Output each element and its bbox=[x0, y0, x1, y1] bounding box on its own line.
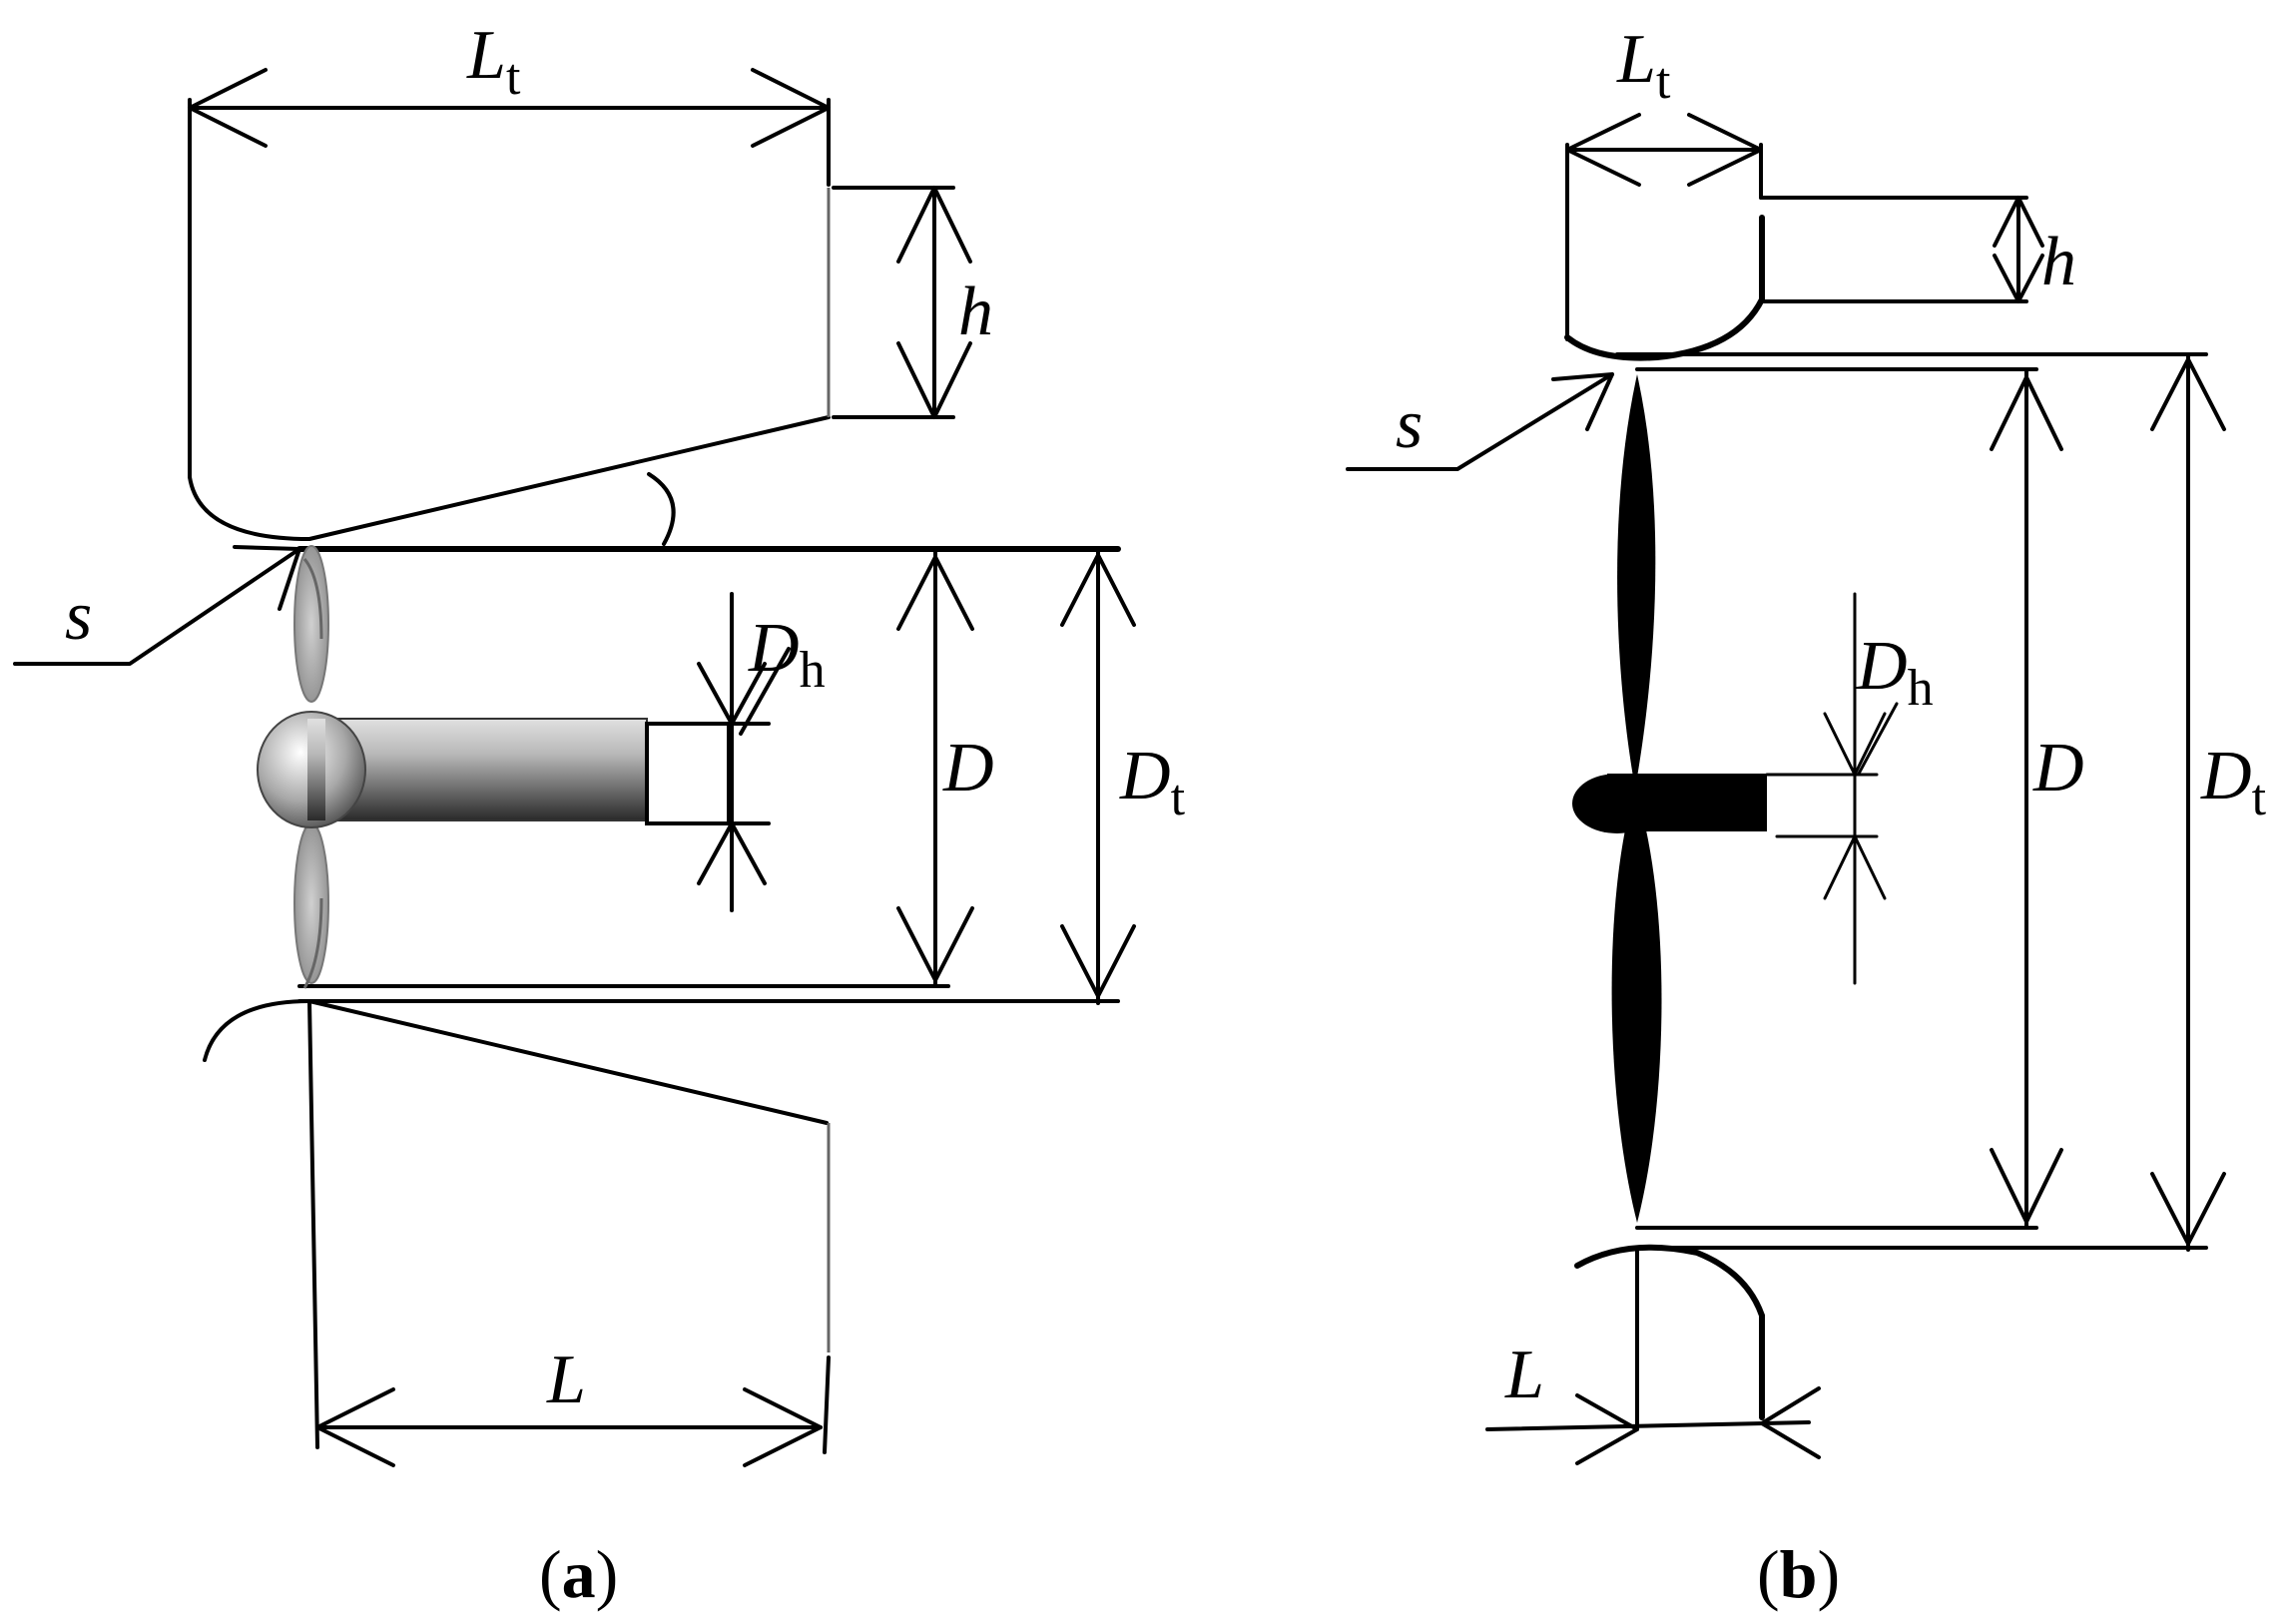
label-l-a: L bbox=[546, 1342, 586, 1418]
dimension-l-b bbox=[1485, 1386, 1821, 1465]
dimension-l-a bbox=[315, 1355, 831, 1467]
dimension-dh-b bbox=[1765, 592, 1899, 985]
label-d-b: D bbox=[2032, 730, 2084, 807]
dimension-dh-a bbox=[697, 592, 791, 912]
label-dh-b: Dh bbox=[1856, 628, 1934, 717]
panel-a: Lt h s bbox=[13, 17, 1186, 1612]
panel-b: Lt h s bbox=[1346, 21, 2267, 1612]
propeller-b bbox=[1572, 374, 1767, 1223]
dimension-lt-b bbox=[1565, 113, 1763, 341]
dimension-h-a bbox=[832, 186, 972, 419]
dimension-dt-b bbox=[2150, 352, 2226, 1252]
label-h-b: h bbox=[2041, 224, 2076, 300]
propeller-a bbox=[257, 545, 731, 989]
dimension-h-b bbox=[1759, 196, 2044, 303]
label-dt-b: Dt bbox=[2200, 738, 2267, 826]
label-l-b: L bbox=[1504, 1337, 1544, 1413]
label-lt-a: Lt bbox=[466, 17, 521, 106]
caption-b: (b) bbox=[1757, 1536, 1840, 1612]
label-lt-b: Lt bbox=[1616, 21, 1671, 110]
dimension-d-a bbox=[896, 547, 974, 988]
duct-bottom-a bbox=[203, 999, 831, 1449]
dimension-dt-a bbox=[297, 547, 1136, 1005]
label-s-a: s bbox=[65, 578, 92, 655]
angle-arc-a bbox=[647, 472, 676, 546]
pointer-s-a bbox=[13, 545, 301, 666]
caption-a: (a) bbox=[539, 1536, 618, 1612]
pointer-s-b bbox=[1346, 372, 1614, 471]
dimension-lt-a bbox=[188, 68, 831, 479]
label-dh-a: Dh bbox=[748, 610, 826, 699]
label-d-a: D bbox=[942, 730, 994, 807]
dimension-d-b bbox=[1990, 367, 2063, 1230]
label-h-a: h bbox=[958, 273, 993, 350]
duct-bottom-b bbox=[1574, 1244, 1765, 1431]
label-dt-a: Dt bbox=[1119, 738, 1186, 826]
hub-end-a bbox=[645, 722, 731, 825]
duct-top-b bbox=[1564, 215, 1765, 361]
label-s-b: s bbox=[1396, 386, 1423, 463]
duct-top-a bbox=[188, 188, 831, 546]
